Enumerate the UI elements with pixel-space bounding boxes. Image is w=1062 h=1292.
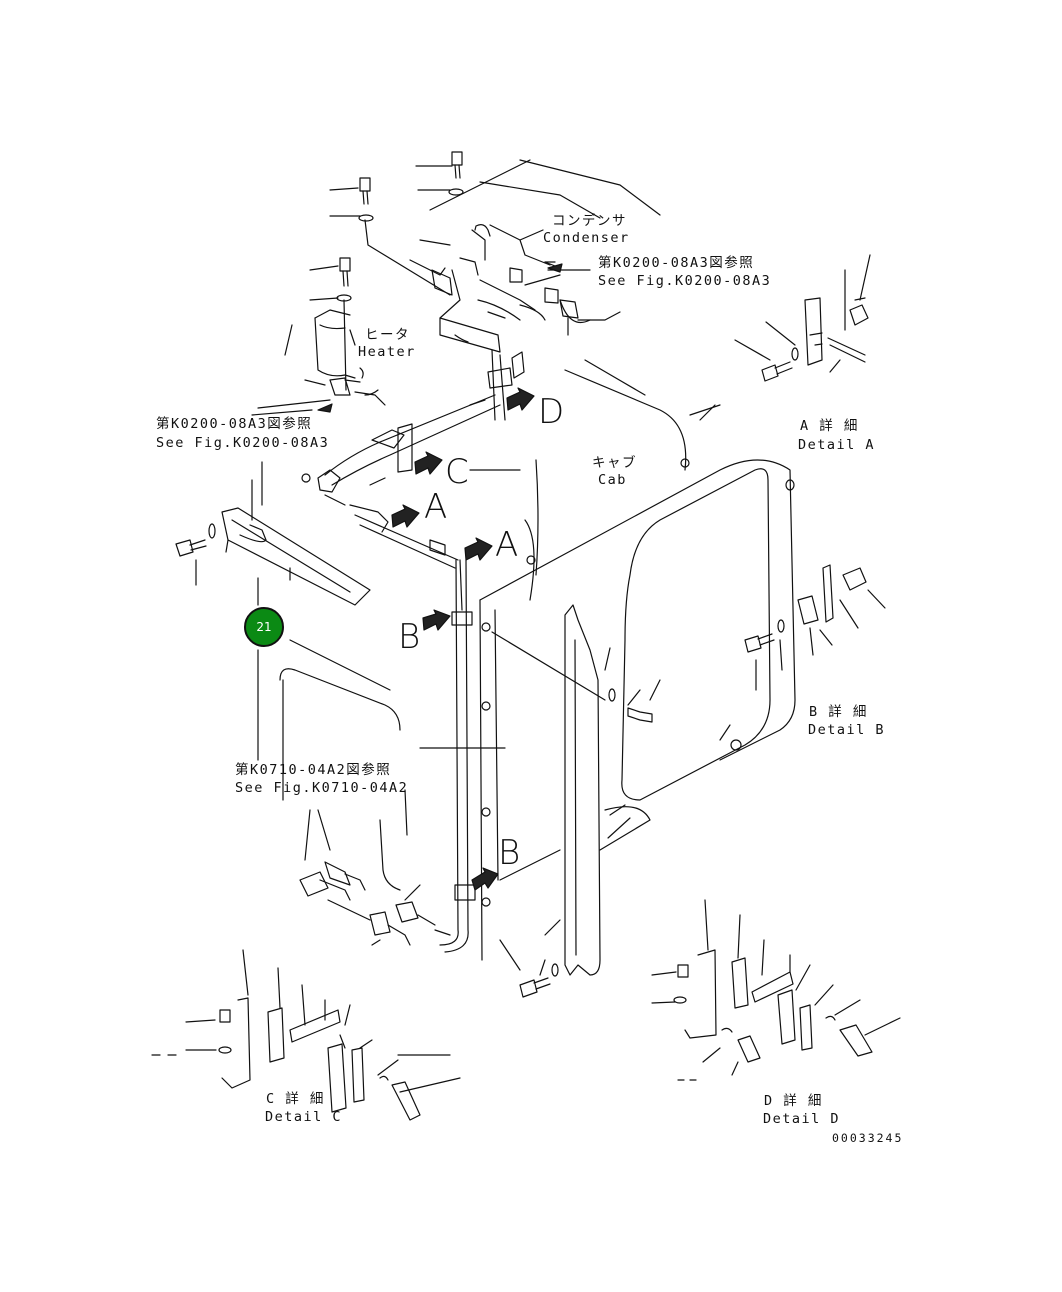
hose-run xyxy=(349,504,506,953)
view-letter-c: C xyxy=(445,452,469,492)
detail-d-label-en: Detail D xyxy=(763,1111,841,1127)
ref-k0710-jp[interactable]: 第K0710-04A2図参照 xyxy=(235,762,392,778)
heater-label-en: Heater xyxy=(358,344,416,360)
view-letter-b-lower: B xyxy=(498,833,521,873)
view-letter-d: D xyxy=(538,392,565,432)
detail-a-label-jp: A 詳 細 xyxy=(800,418,859,434)
detail-d-label-jp: D 詳 細 xyxy=(764,1093,823,1109)
heater-label-jp: ヒータ xyxy=(365,327,410,343)
hose-fittings xyxy=(299,809,451,946)
leader-lines xyxy=(251,165,731,976)
part-callout-21[interactable]: 21 xyxy=(244,607,284,647)
detail-a-clip xyxy=(734,254,871,373)
pillar xyxy=(491,604,606,976)
condenser-assembly xyxy=(409,159,661,353)
view-letter-a-lower: A xyxy=(495,525,519,565)
duct-panel xyxy=(221,461,371,761)
cab-outline xyxy=(469,359,796,961)
detail-c-parts xyxy=(151,949,461,1121)
ref-k0710-en[interactable]: See Fig.K0710-04A2 xyxy=(235,780,409,796)
condenser-label-en: Condenser xyxy=(543,230,630,246)
cab-label-en: Cab xyxy=(598,472,627,488)
condenser-label-jp: コンデンサ xyxy=(552,213,627,229)
detail-b-clip xyxy=(755,564,886,691)
detail-a-label-en: Detail A xyxy=(798,437,876,453)
upper-hoses xyxy=(317,349,525,506)
ref-k0200-left-jp[interactable]: 第K0200-08A3図参照 xyxy=(156,416,313,432)
cab-label-jp: キャブ xyxy=(592,455,637,471)
detail-b-label-jp: B 詳 細 xyxy=(809,704,868,720)
detail-d-parts xyxy=(651,899,901,1081)
cab-door xyxy=(279,639,408,891)
bolt-icon-group xyxy=(175,151,799,998)
view-arrow-icon xyxy=(317,263,563,891)
detail-c-label-en: Detail C xyxy=(265,1109,343,1125)
detail-b-label-en: Detail B xyxy=(808,722,886,738)
detail-c-label-jp: C 詳 細 xyxy=(266,1091,325,1107)
drawing-number: 00033245 xyxy=(832,1131,904,1145)
view-letter-b-upper: B xyxy=(398,617,421,657)
view-letter-a-upper: A xyxy=(424,487,448,527)
ref-k0200-left-en[interactable]: See Fig.K0200-08A3 xyxy=(156,435,330,451)
heater-unit xyxy=(284,309,386,406)
ref-k0200-top-jp[interactable]: 第K0200-08A3図参照 xyxy=(598,255,755,271)
ref-k0200-top-en[interactable]: See Fig.K0200-08A3 xyxy=(598,273,772,289)
